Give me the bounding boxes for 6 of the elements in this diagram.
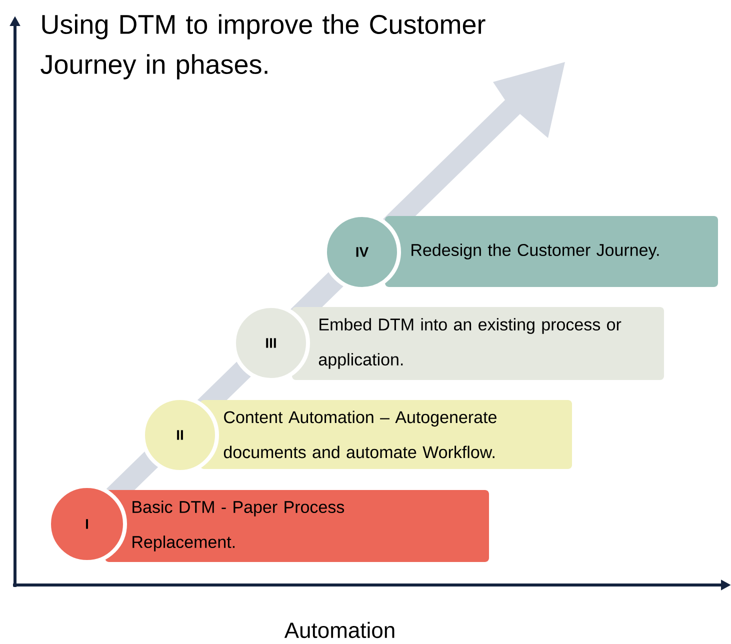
node-label: Redesign the Customer Journey.: [412, 244, 659, 260]
node-label: Basic DTM - Paper Process Replacement.: [132, 500, 344, 552]
title: Using DTM to improve the Customer Journey in phases.: [40, 14, 486, 80]
axis-label: Automation: [284, 622, 394, 638]
node-label: Embed DTM into an existing process or application.: [318, 318, 622, 369]
node-label: Content Automation – Autogenerate documents and automate Workflow.: [224, 410, 496, 458]
